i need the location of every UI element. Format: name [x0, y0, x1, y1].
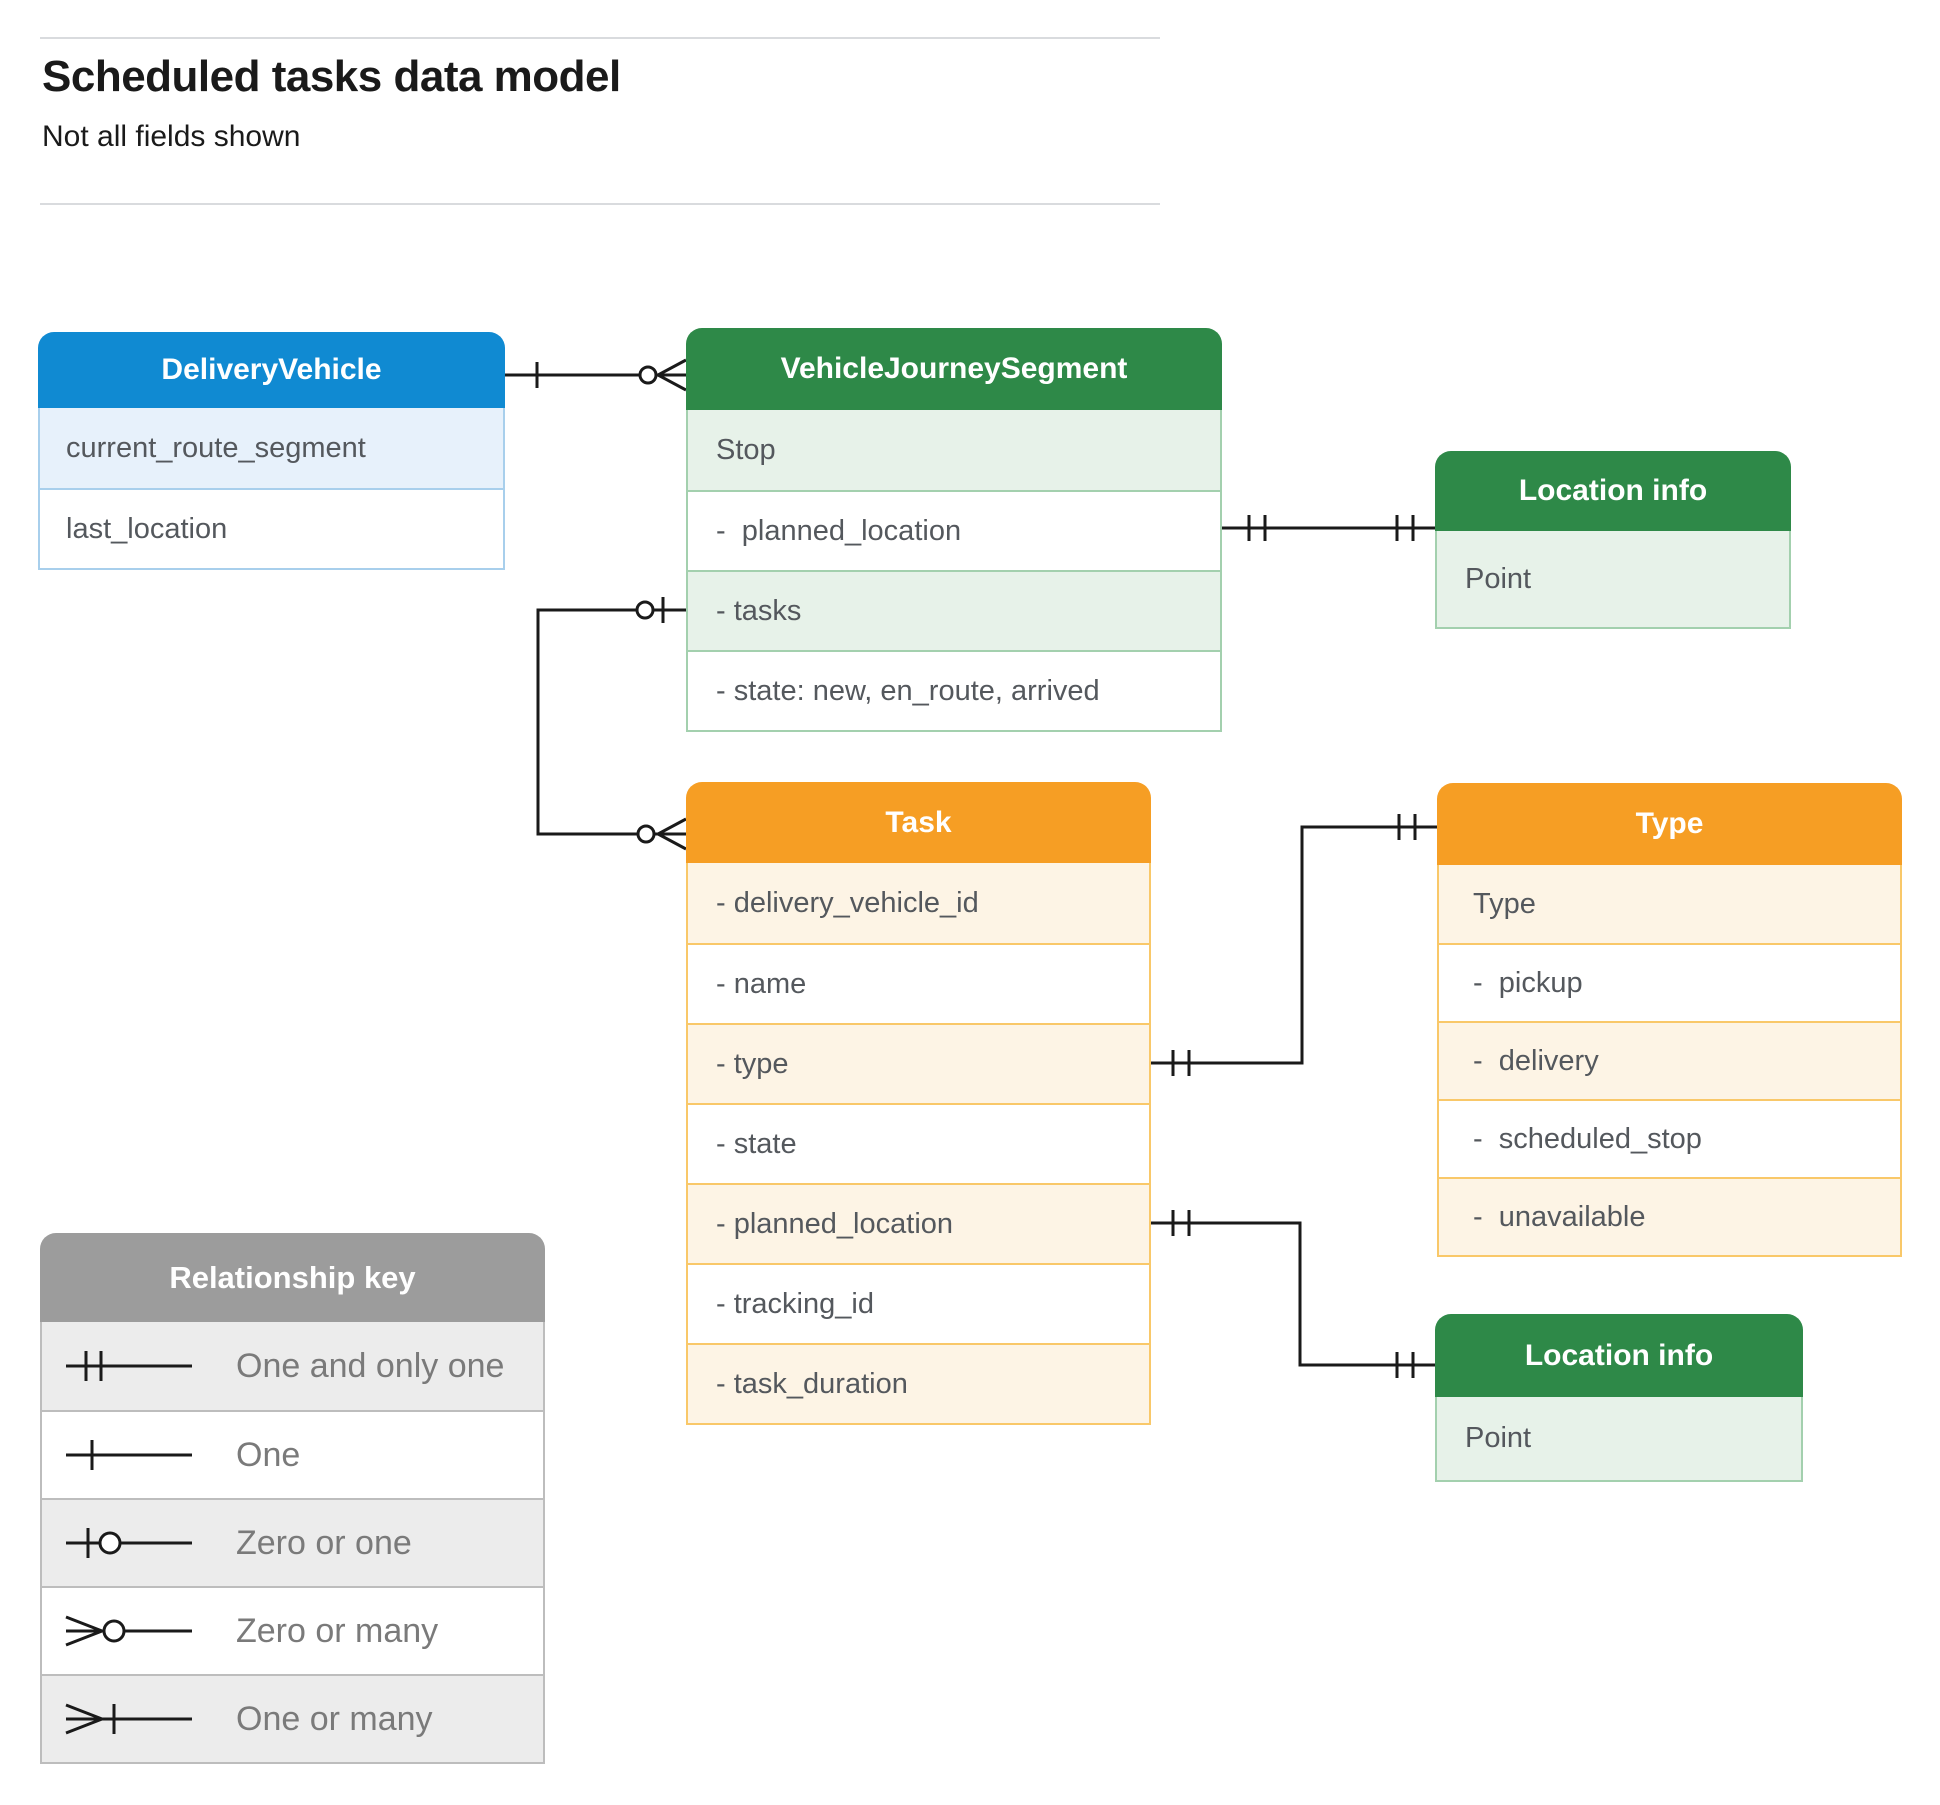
- divider-line-top: [40, 37, 1160, 39]
- legend-label: One and only one: [236, 1346, 505, 1385]
- field-task-duration: - task_duration: [688, 1343, 1149, 1423]
- divider-line-bottom: [40, 203, 1160, 205]
- legend-item-zero-or-many: Zero or many: [42, 1586, 543, 1674]
- field-planned-location: - planned_location: [688, 490, 1220, 570]
- field-task-planned-location: - planned_location: [688, 1183, 1149, 1263]
- enum-unavailable: - unavailable: [1439, 1177, 1900, 1255]
- entity-delivery-vehicle: DeliveryVehicle current_route_segment la…: [38, 332, 505, 570]
- field-type: - type: [688, 1023, 1149, 1103]
- enum-delivery: - delivery: [1439, 1021, 1900, 1099]
- entity-type: Type Type - pickup - delivery - schedule…: [1437, 783, 1902, 1257]
- legend-item-one: One: [42, 1410, 543, 1498]
- entity-title-vehicle-journey-segment: VehicleJourneySegment: [686, 328, 1222, 410]
- legend-label: Zero or many: [236, 1611, 439, 1650]
- page-subtitle: Not all fields shown: [42, 120, 301, 153]
- field-current-route-segment: current_route_segment: [40, 408, 503, 488]
- one-icon: [66, 1440, 192, 1470]
- entity-title-location-info-top: Location info: [1435, 451, 1791, 531]
- one-or-many-icon: [65, 1703, 192, 1735]
- entity-title-delivery-vehicle: DeliveryVehicle: [38, 332, 505, 408]
- entity-task: Task - delivery_vehicle_id - name - type…: [686, 782, 1151, 1425]
- legend-item-zero-or-one: Zero or one: [42, 1498, 543, 1586]
- field-task-state: - state: [688, 1103, 1149, 1183]
- field-point-top: Point: [1437, 531, 1789, 627]
- field-type-name: Type: [1439, 865, 1900, 943]
- entity-title-task: Task: [686, 782, 1151, 863]
- field-last-location: last_location: [40, 488, 503, 568]
- connector-task-type: [1151, 814, 1437, 1076]
- relationship-key-legend: Relationship key One and only one One: [40, 1233, 545, 1764]
- connector-vehiclejourneysegment-task: [536, 597, 687, 851]
- field-point-bottom: Point: [1437, 1397, 1801, 1480]
- entity-title-location-info-bottom: Location info: [1435, 1314, 1803, 1397]
- zero-or-many-icon: [65, 1615, 192, 1647]
- connector-deliveryvehicle-vehiclejourneysegment: [505, 358, 687, 392]
- legend-label: Zero or one: [236, 1523, 412, 1562]
- connector-task-locationinfo: [1151, 1210, 1435, 1378]
- one-and-only-one-icon: [66, 1351, 192, 1381]
- field-tracking-id: - tracking_id: [688, 1263, 1149, 1343]
- page-title: Scheduled tasks data model: [42, 52, 621, 101]
- legend-label: One: [236, 1435, 301, 1474]
- entity-location-info-top: Location info Point: [1435, 451, 1791, 629]
- connector-vehiclejourneysegment-locationinfo: [1222, 515, 1435, 541]
- enum-pickup: - pickup: [1439, 943, 1900, 1021]
- field-name: - name: [688, 943, 1149, 1023]
- legend-item-one-and-only-one: One and only one: [42, 1322, 543, 1410]
- field-state: - state: new, en_route, arrived: [688, 650, 1220, 730]
- legend-label: One or many: [236, 1699, 433, 1738]
- legend-item-one-or-many: One or many: [42, 1674, 543, 1762]
- zero-or-one-icon: [66, 1528, 192, 1558]
- enum-scheduled-stop: - scheduled_stop: [1439, 1099, 1900, 1177]
- legend-title: Relationship key: [40, 1233, 545, 1322]
- entity-location-info-bottom: Location info Point: [1435, 1314, 1803, 1482]
- entity-title-type: Type: [1437, 783, 1902, 865]
- field-stop: Stop: [688, 410, 1220, 490]
- entity-vehicle-journey-segment: VehicleJourneySegment Stop - planned_loc…: [686, 328, 1222, 732]
- field-delivery-vehicle-id: - delivery_vehicle_id: [688, 863, 1149, 943]
- field-tasks: - tasks: [688, 570, 1220, 650]
